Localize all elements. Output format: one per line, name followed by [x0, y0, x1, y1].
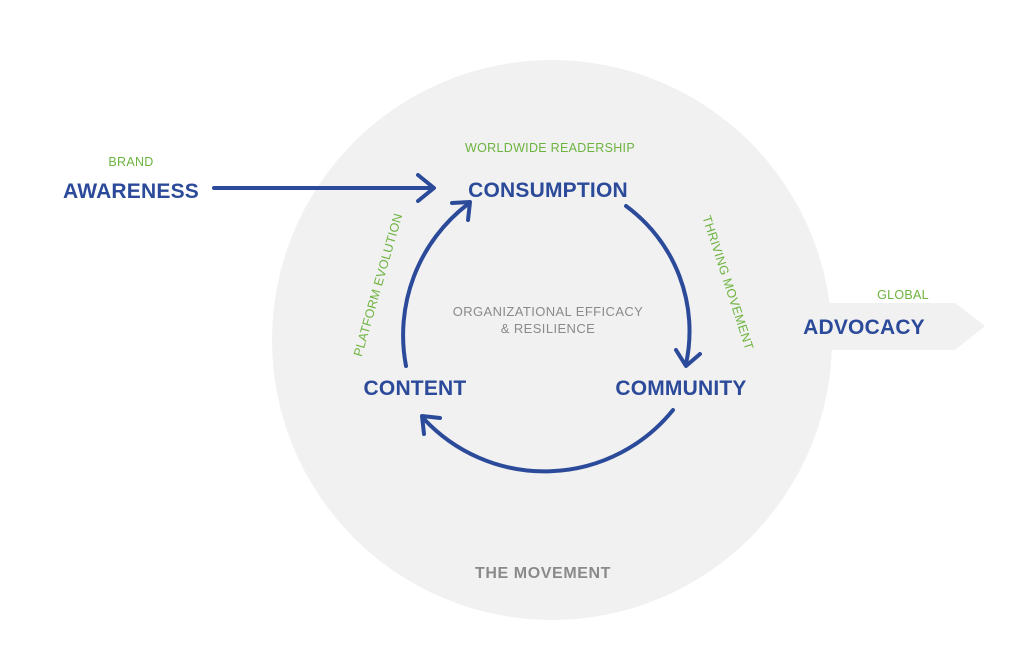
the-movement-label: THE MOVEMENT [475, 565, 611, 582]
awareness-label: AWARENESS [63, 180, 199, 203]
content-label: CONTENT [364, 377, 467, 400]
movement-background-circle [272, 60, 832, 620]
center-label-line2: & RESILIENCE [501, 321, 595, 336]
awareness-to-consumption-arrow [212, 173, 436, 203]
advocacy-fade-arrow [800, 303, 985, 350]
awareness-sublabel: BRAND [108, 155, 153, 169]
advocacy-label: ADVOCACY [803, 316, 925, 339]
center-label-line1: ORGANIZATIONAL EFFICACY [453, 304, 644, 319]
consumption-to-community-arrow [624, 204, 702, 368]
content-to-consumption-arrow [401, 200, 472, 368]
community-label: COMMUNITY [615, 377, 746, 400]
community-to-content-arrow [420, 408, 675, 474]
consumption-label: CONSUMPTION [468, 179, 628, 202]
consumption-sublabel: WORLDWIDE READERSHIP [465, 141, 635, 155]
advocacy-sublabel: GLOBAL [877, 288, 929, 302]
